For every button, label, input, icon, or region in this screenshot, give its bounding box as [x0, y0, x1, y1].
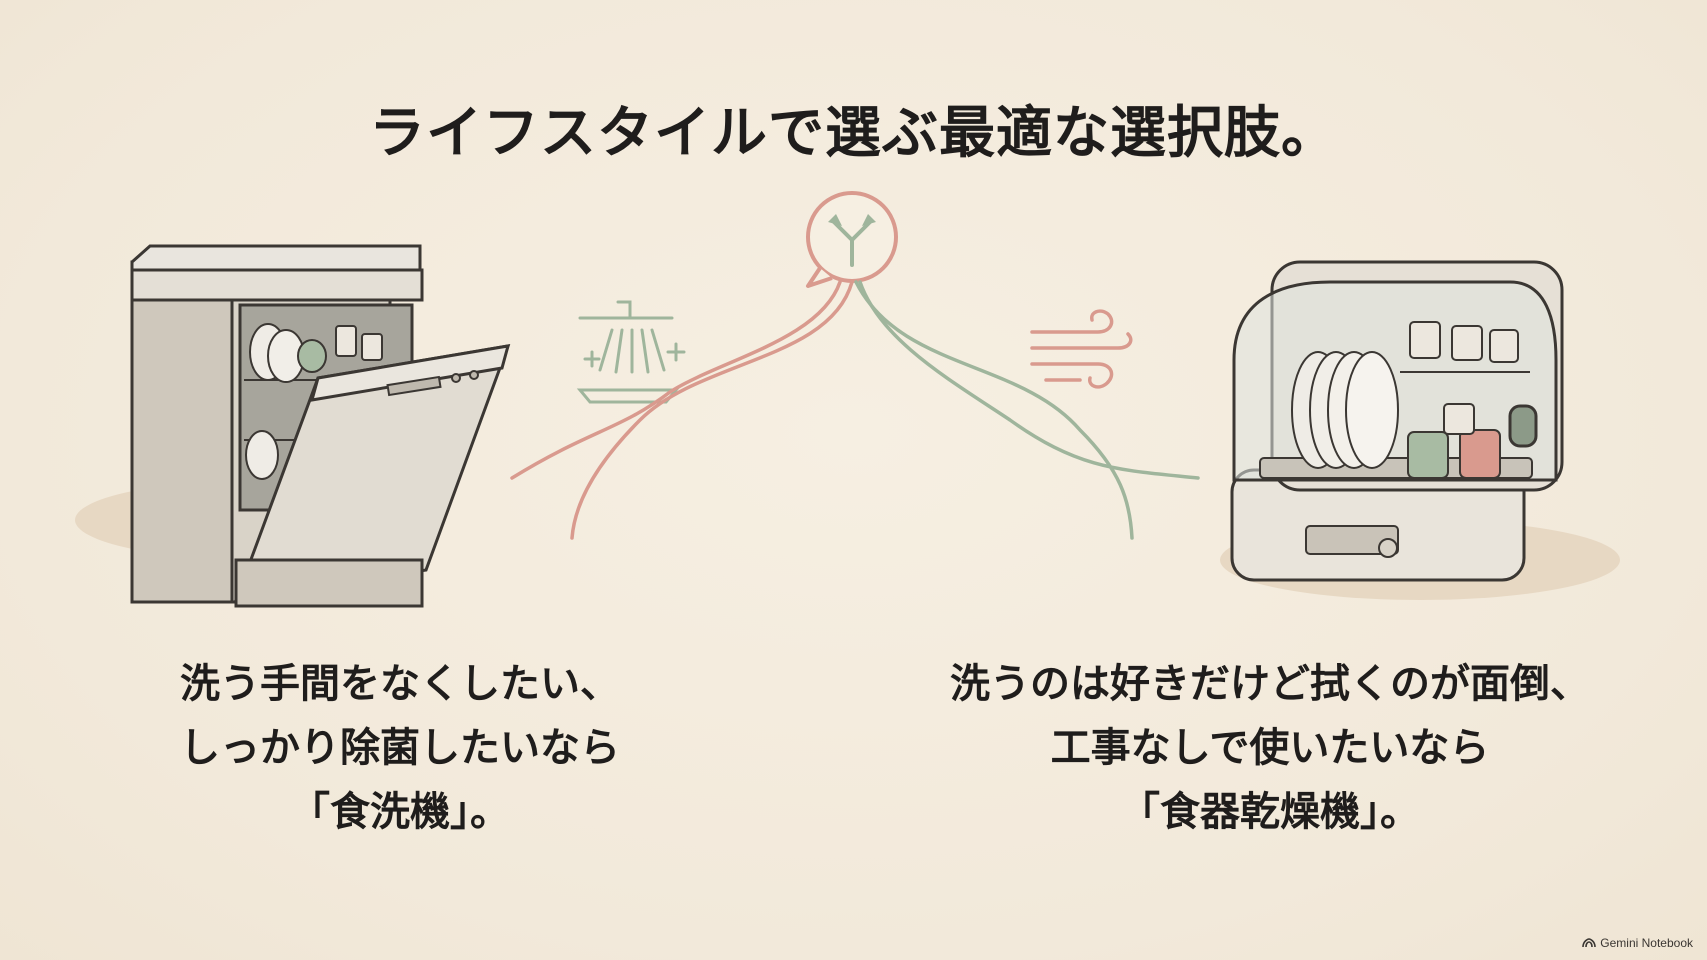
fork-choice-icon: [806, 191, 898, 288]
water-spray-icon: [576, 300, 686, 404]
dish-dryer-illustration: [1220, 260, 1620, 600]
dish-dryer-caption-line-2: 工事なしで使いたいなら: [1050, 725, 1490, 771]
wind-icon: [1030, 309, 1133, 389]
dishwasher-illustration: [75, 244, 511, 608]
dishwasher-caption-line-3: 「食洗機」。: [290, 789, 510, 835]
dishwasher-caption-line-1: 洗う手間をなくしたい、: [180, 661, 620, 707]
brand-logo-icon: [1582, 938, 1597, 948]
brand-mark: Gemini Notebook: [1582, 936, 1693, 950]
dishwasher-caption-line-2: しっかり除菌したいなら: [180, 725, 620, 771]
brand-label: Gemini Notebook: [1600, 936, 1693, 950]
dish-dryer-caption: 洗うのは好きだけど拭くのが面倒、 工事なしで使いたいなら 「食器乾燥機」。: [880, 652, 1660, 844]
crossing-paths: [510, 280, 1200, 540]
dish-dryer-caption-line-3: 「食器乾燥機」。: [1120, 789, 1420, 835]
dish-dryer-caption-line-1: 洗うのは好きだけど拭くのが面倒、: [950, 661, 1590, 707]
page-title: ライフスタイルで選ぶ最適な選択肢。: [369, 101, 1338, 166]
dishwasher-caption: 洗う手間をなくしたい、 しっかり除菌したいなら 「食洗機」。: [100, 652, 700, 844]
